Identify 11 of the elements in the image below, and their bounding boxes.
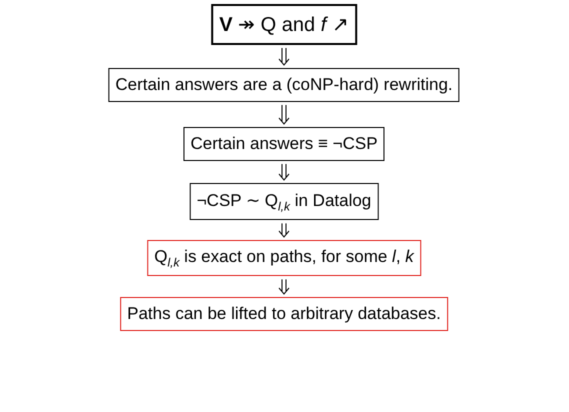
statement-box: Certain answers are a (coNP-hard) rewriting. bbox=[108, 68, 460, 102]
statement-box: Q$_{l,k}$ is exact on paths, for some l,k bbox=[147, 240, 421, 276]
double-arrow bbox=[278, 164, 290, 181]
statement-box: V ↠ Q and f ↗ bbox=[211, 4, 357, 45]
double-arrow bbox=[278, 48, 290, 66]
statement-box: Paths can be lifted to arbitrary databases. bbox=[120, 297, 448, 331]
double-arrow bbox=[278, 222, 290, 238]
double-arrow bbox=[278, 278, 290, 295]
statement-box: Certain answers ≡ ¬CSP bbox=[183, 127, 385, 161]
statement-box: ¬CSP ∼ Q$_{l,k}$ in Datalog bbox=[190, 183, 378, 220]
double-arrow bbox=[278, 104, 290, 125]
